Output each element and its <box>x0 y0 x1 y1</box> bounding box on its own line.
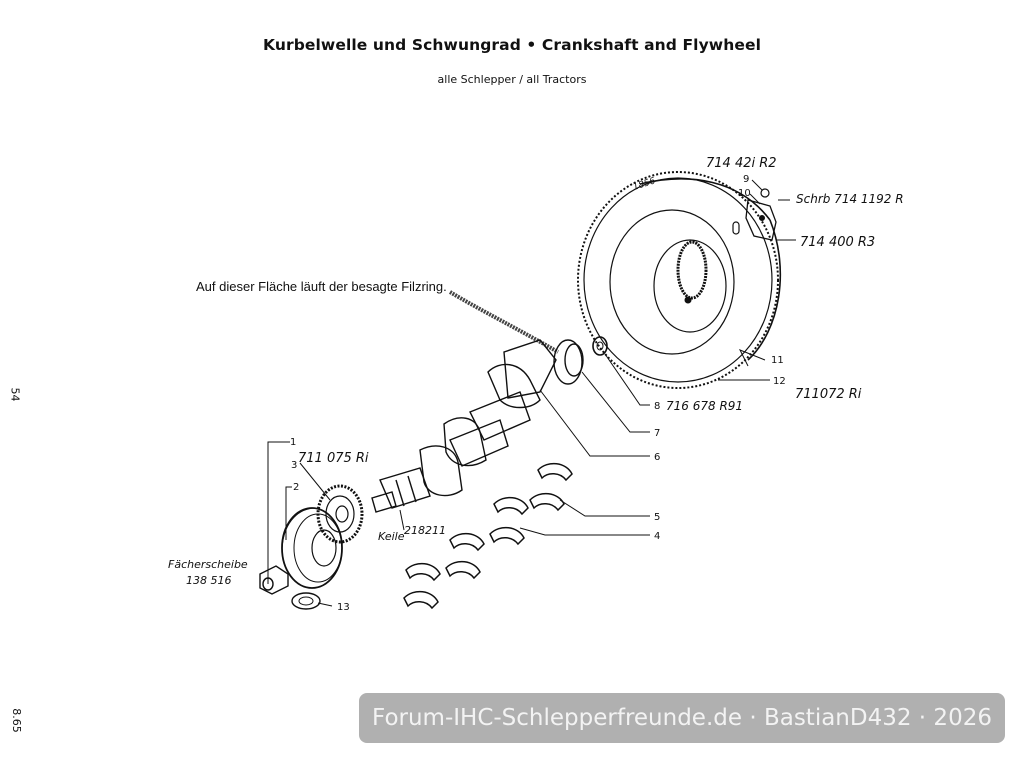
leader-3 <box>299 462 331 501</box>
hw-keile: Keile <box>378 530 405 543</box>
crank-flange <box>553 339 583 385</box>
crank-web-3 <box>419 445 463 497</box>
shell-4a <box>493 496 529 516</box>
callout-12: 12 <box>773 376 786 387</box>
leader-keile <box>399 509 405 531</box>
belt-pulley <box>281 507 343 589</box>
crank-nose <box>379 467 431 509</box>
callout-8: 8 <box>654 401 660 412</box>
flywheel-hub <box>653 239 727 333</box>
callout-10: 10 <box>738 188 751 199</box>
flywheel-rim-side <box>747 219 782 361</box>
plate-bolt <box>759 215 765 221</box>
callout-6: 6 <box>654 452 660 463</box>
leader-10 <box>749 193 761 205</box>
shell-d <box>445 560 481 580</box>
shell-c <box>449 532 485 552</box>
crank-nose-tip <box>371 491 397 513</box>
washer-9 <box>760 188 770 198</box>
callout-11: 11 <box>771 355 784 366</box>
annotation-pointer <box>448 290 560 354</box>
leader-9 <box>751 179 763 191</box>
callout-13: 13 <box>337 602 350 613</box>
leader-7 <box>581 371 650 433</box>
leader-4 <box>519 527 650 536</box>
shell-e <box>405 562 441 582</box>
leader-6 <box>539 389 650 457</box>
callout-5: 5 <box>654 512 660 523</box>
hw-facherscheibe-number: 138 516 <box>186 574 232 587</box>
hw-part-711072: 711072 Ri <box>795 387 862 402</box>
washer-13 <box>291 592 321 610</box>
filzring-annotation: Auf dieser Fläche läuft der besagte Filz… <box>196 279 447 294</box>
leader-11 <box>738 349 766 367</box>
page-title: Kurbelwelle und Schwungrad • Crankshaft … <box>262 36 761 54</box>
pulley-rim <box>281 507 317 549</box>
flywheel-bolt <box>592 336 608 356</box>
shell-4b <box>489 526 525 546</box>
bolt-core <box>596 341 604 351</box>
flywheel <box>577 171 782 389</box>
hw-facherscheibe: Fächerscheibe <box>168 558 248 571</box>
leader-1 <box>267 441 290 584</box>
flywheel-rim-top <box>639 178 771 221</box>
hw-part-schrb: Schrb 714 1192 R <box>796 192 904 206</box>
bearing-shells <box>403 462 573 610</box>
shell-5b <box>529 492 565 512</box>
page-subtitle: alle Schlepper / all Tractors <box>437 73 587 86</box>
nut-body <box>259 565 289 595</box>
flywheel-slot <box>732 221 740 235</box>
hw-part-714421: 714 42i R2 <box>706 156 777 171</box>
crankshaft <box>371 339 584 513</box>
shell-5a <box>537 462 573 482</box>
watermark: Forum-IHC-Schlepperfreunde.de · BastianD… <box>359 693 1005 743</box>
hw-part-711075: 711 075 Ri <box>298 451 369 466</box>
leader-8 <box>604 353 650 406</box>
callout-4: 4 <box>654 531 660 542</box>
flywheel-face <box>609 209 735 355</box>
crank-nut <box>259 565 289 595</box>
washer-13-bore <box>298 596 314 606</box>
callout-2: 2 <box>293 482 299 493</box>
crank-flange-face <box>564 343 584 377</box>
pulley-groove <box>293 513 343 583</box>
pulley-hub <box>311 529 337 567</box>
leader-2 <box>285 486 292 540</box>
callout-1: 1 <box>290 437 296 448</box>
leader-lines <box>267 179 796 607</box>
ring-gear <box>577 171 779 389</box>
crank-web-2 <box>443 417 487 467</box>
callout-3: 3 <box>291 460 297 471</box>
crank-web-rear <box>503 339 557 399</box>
ring-gear-inner <box>583 177 773 383</box>
hw-218211: 218211 <box>404 524 446 537</box>
hw-part-716678: 716 678 R91 <box>666 399 743 413</box>
crank-web-1 <box>487 363 541 409</box>
crank-journal-2 <box>449 419 509 467</box>
locking-plate <box>745 199 777 241</box>
gear-body <box>325 495 355 533</box>
callout-7: 7 <box>654 428 660 439</box>
callout-9: 9 <box>743 174 749 185</box>
leader-5 <box>559 499 650 517</box>
flywheel-bolt-hole <box>684 296 692 304</box>
pilot-bearing <box>676 240 708 300</box>
keyway-2 <box>407 475 417 503</box>
leader-13 <box>317 602 333 607</box>
hw-ring-mark: 1856 <box>632 176 657 193</box>
gear-bore <box>335 505 349 523</box>
keyway-1 <box>395 479 405 507</box>
bolt-head <box>592 336 608 356</box>
shell-f <box>403 590 439 610</box>
hw-part-714400: 714 400 R3 <box>800 235 875 250</box>
